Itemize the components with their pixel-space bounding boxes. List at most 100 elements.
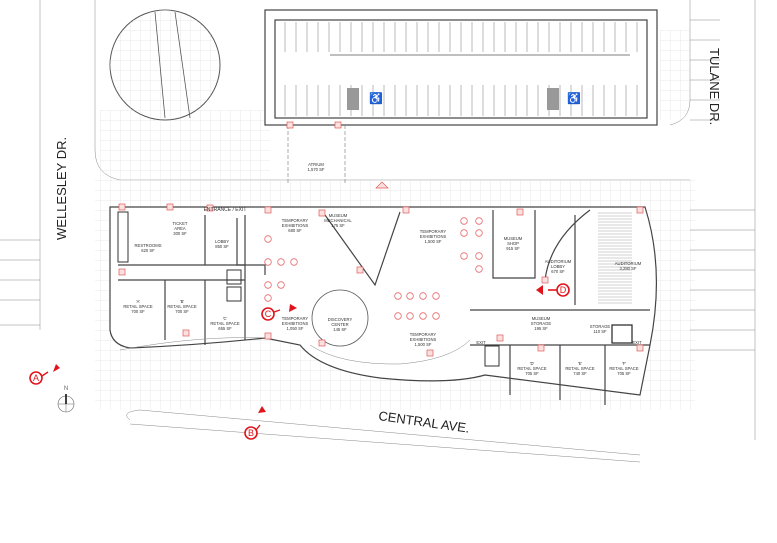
svg-text:MUSEUM: MUSEUM	[532, 316, 551, 321]
view-marker-a[interactable]: A	[29, 364, 60, 385]
structural-column	[334, 121, 342, 129]
exhibit-fixture-circle	[277, 281, 285, 289]
structural-column	[356, 266, 364, 274]
svg-text:RETAIL SPACE: RETAIL SPACE	[609, 366, 638, 371]
svg-text:655 SF: 655 SF	[218, 326, 232, 331]
svg-text:ATRIUM: ATRIUM	[308, 162, 324, 167]
svg-text:STORAGE: STORAGE	[590, 324, 611, 329]
svg-text:300 SF: 300 SF	[173, 231, 187, 236]
structural-column	[264, 332, 272, 340]
view-arrow-icon	[258, 406, 266, 413]
view-marker-c[interactable]: C	[261, 304, 297, 321]
svg-text:TEMPORARY: TEMPORARY	[410, 332, 437, 337]
svg-text:RETAIL SPACE: RETAIL SPACE	[123, 304, 152, 309]
svg-text:705 SF: 705 SF	[525, 371, 539, 376]
structural-column	[318, 339, 326, 347]
structural-column	[206, 204, 214, 212]
exhibit-fixture-circle	[394, 292, 402, 300]
svg-text:1,500 SF: 1,500 SF	[415, 342, 432, 347]
svg-text:700 SF: 700 SF	[175, 309, 189, 314]
svg-text:RETAIL SPACE: RETAIL SPACE	[210, 321, 239, 326]
svg-text:110 SF: 110 SF	[593, 329, 607, 334]
accessible-parking-icon: ♿	[369, 92, 383, 105]
exhibit-fixture-circle	[394, 312, 402, 320]
exhibit-fixture-circle	[419, 292, 427, 300]
svg-text:B: B	[248, 428, 254, 438]
exhibit-fixture-circle	[432, 312, 440, 320]
svg-text:D: D	[560, 285, 567, 295]
exhibit-fixture-circle	[264, 235, 272, 243]
svg-text:MECHANICAL: MECHANICAL	[324, 218, 352, 223]
svg-text:RETAIL SPACE: RETAIL SPACE	[167, 304, 196, 309]
exhibit-fixture-circle	[277, 258, 285, 266]
svg-text:670 SF: 670 SF	[551, 269, 565, 274]
svg-text:LOBBY: LOBBY	[551, 264, 565, 269]
svg-text:RESTROOMS: RESTROOMS	[135, 243, 162, 248]
accessible-parking-icon: ♿	[567, 92, 581, 105]
structural-column	[118, 203, 126, 211]
svg-text:MUSEUM: MUSEUM	[329, 213, 348, 218]
svg-text:1,570 SF: 1,570 SF	[308, 167, 325, 172]
north-label: N	[64, 386, 68, 392]
exhibit-fixture-circle	[290, 258, 298, 266]
svg-text:145 SF: 145 SF	[333, 327, 347, 332]
street-central: CENTRAL AVE.	[378, 408, 471, 436]
exhibit-fixture-circle	[475, 229, 483, 237]
view-marker-b[interactable]: B	[244, 406, 266, 440]
structural-column	[286, 121, 294, 129]
structural-column	[537, 344, 545, 352]
svg-text:195 SF: 195 SF	[534, 326, 548, 331]
svg-text:'D': 'D'	[530, 361, 535, 366]
svg-text:TICKET: TICKET	[173, 221, 188, 226]
svg-text:3,280 SF: 3,280 SF	[620, 266, 637, 271]
structural-column	[636, 206, 644, 214]
structural-column	[636, 344, 644, 352]
street-tulane: TULANE DR.	[707, 48, 722, 125]
exhibit-fixture-circle	[264, 258, 272, 266]
exhibit-fixture-circle	[406, 312, 414, 320]
svg-text:'A': 'A'	[136, 299, 141, 304]
svg-text:LOBBY: LOBBY	[215, 239, 229, 244]
svg-text:175 SF: 175 SF	[331, 223, 345, 228]
svg-text:EXHIBITIONS: EXHIBITIONS	[282, 223, 309, 228]
svg-text:CENTER: CENTER	[331, 322, 348, 327]
structural-column	[496, 334, 504, 342]
structural-column	[541, 276, 549, 284]
exhibit-fixture-circle	[475, 265, 483, 273]
structural-column	[264, 206, 272, 214]
discovery-center	[311, 289, 369, 347]
structural-column	[182, 329, 190, 337]
svg-text:850 SF: 850 SF	[215, 244, 229, 249]
svg-text:A: A	[33, 373, 39, 383]
structural-column	[402, 206, 410, 214]
svg-text:AUDITORIUM: AUDITORIUM	[545, 259, 572, 264]
svg-text:TEMPORARY: TEMPORARY	[420, 229, 447, 234]
svg-text:TEMPORARY: TEMPORARY	[282, 218, 309, 223]
svg-text:EXHIBITIONS: EXHIBITIONS	[410, 337, 437, 342]
svg-text:1,050 SF: 1,050 SF	[287, 326, 304, 331]
atrium: ATRIUM 1,570 SF	[287, 125, 389, 189]
svg-text:1,500 SF: 1,500 SF	[425, 239, 442, 244]
parking-garage: ♿ ♿	[264, 9, 658, 126]
svg-text:'C': 'C'	[223, 316, 228, 321]
svg-text:'B': 'B'	[180, 299, 185, 304]
svg-text:AUDITORIUM: AUDITORIUM	[615, 261, 642, 266]
north-arrow: N	[57, 386, 75, 413]
view-marker-d[interactable]: D	[536, 283, 570, 297]
svg-text:ENTRANCE / EXIT: ENTRANCE / EXIT	[204, 207, 247, 213]
structural-column	[426, 349, 434, 357]
svg-text:EXHIBITIONS: EXHIBITIONS	[282, 321, 309, 326]
exhibit-fixture-circle	[460, 252, 468, 260]
svg-text:EXHIBITIONS: EXHIBITIONS	[420, 234, 447, 239]
exhibit-fixture-circle	[264, 281, 272, 289]
svg-text:620 SF: 620 SF	[141, 248, 155, 253]
exhibit-fixture-circle	[264, 294, 272, 302]
svg-text:STORAGE: STORAGE	[531, 321, 552, 326]
exhibit-fixture-circle	[460, 217, 468, 225]
svg-text:EXIT: EXIT	[632, 340, 642, 345]
svg-text:MUSEUM: MUSEUM	[504, 236, 523, 241]
svg-text:C: C	[265, 309, 272, 319]
stair-hatch	[347, 88, 359, 110]
structural-column	[166, 203, 174, 211]
svg-text:SHOP: SHOP	[507, 241, 519, 246]
